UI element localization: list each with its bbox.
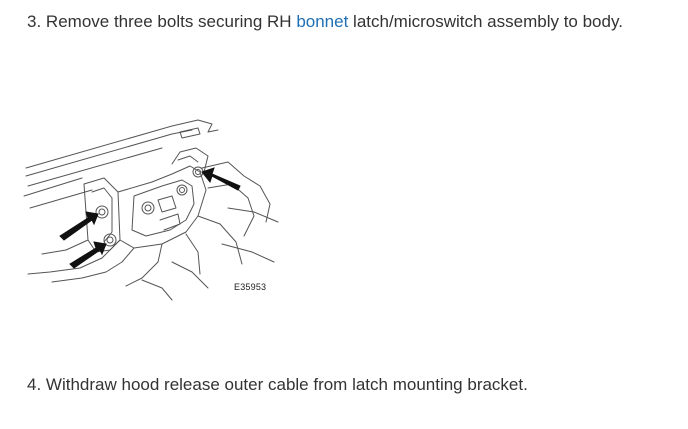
latch-assembly-drawing xyxy=(23,119,279,301)
step-3-text-before: Remove three bolts securing RH xyxy=(45,12,297,31)
bonnet-link[interactable]: bonnet xyxy=(296,12,349,31)
step-3-instruction: 3. Remove three bolts securing RH bonnet… xyxy=(27,11,623,33)
step-4-number: 4. xyxy=(27,375,42,394)
arrow-upper-left-bolt xyxy=(59,211,99,241)
latch-bolts-illustration: E35953 xyxy=(22,112,284,302)
arrow-lower-left-bolt xyxy=(69,241,107,269)
arrow-upper-right-bolt xyxy=(201,167,241,191)
figure-code: E35953 xyxy=(234,282,267,292)
step-3-number: 3. xyxy=(27,12,42,31)
step-4-text: Withdraw hood release outer cable from l… xyxy=(45,375,528,394)
step-3-text-after: latch/microswitch assembly to body. xyxy=(348,12,623,31)
step-4-instruction: 4. Withdraw hood release outer cable fro… xyxy=(27,374,528,396)
